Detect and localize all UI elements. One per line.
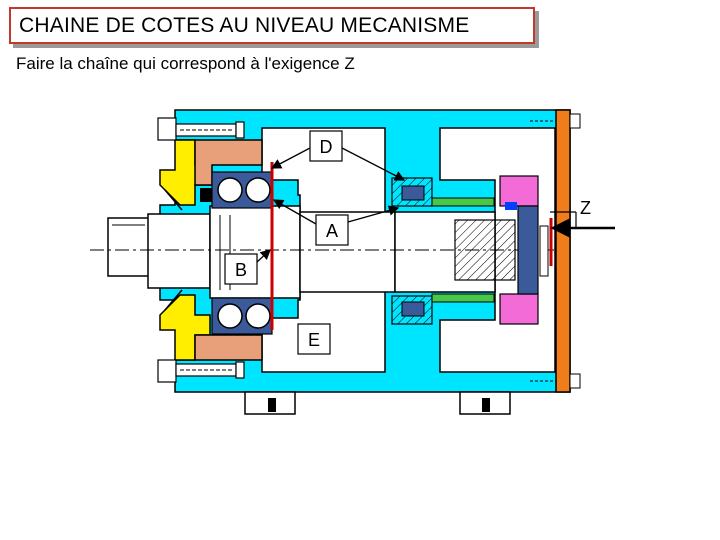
label-e: E <box>297 323 331 355</box>
right-bearing-bottom <box>391 295 433 325</box>
shaft <box>107 205 516 299</box>
label-d: D <box>270 130 406 181</box>
label-e-text: E <box>308 330 320 350</box>
page-title: CHAINE DE COTES AU NIVEAU MECANISME <box>19 13 470 37</box>
label-a: A <box>272 199 400 246</box>
title-box: CHAINE DE COTES AU NIVEAU MECANISME <box>9 7 535 44</box>
label-a-text: A <box>326 221 338 241</box>
cover-screw-bottom <box>157 359 245 383</box>
left-bearing-bottom <box>211 297 273 335</box>
label-z-text: Z <box>580 198 591 218</box>
left-bearing-top <box>211 171 273 209</box>
instruction-text: Faire la chaîne qui correspond à l'exige… <box>16 54 355 73</box>
label-b-text: B <box>235 260 247 280</box>
green-spacer-bottom <box>431 293 495 303</box>
right-bearing-top <box>391 177 433 207</box>
green-spacer-top <box>431 197 495 207</box>
label-d-text: D <box>320 137 333 157</box>
label-b: B <box>224 249 271 285</box>
right-hub <box>499 175 549 325</box>
requirement-z <box>550 211 615 238</box>
cover-screw-top <box>157 117 245 141</box>
end-plate <box>555 109 571 393</box>
